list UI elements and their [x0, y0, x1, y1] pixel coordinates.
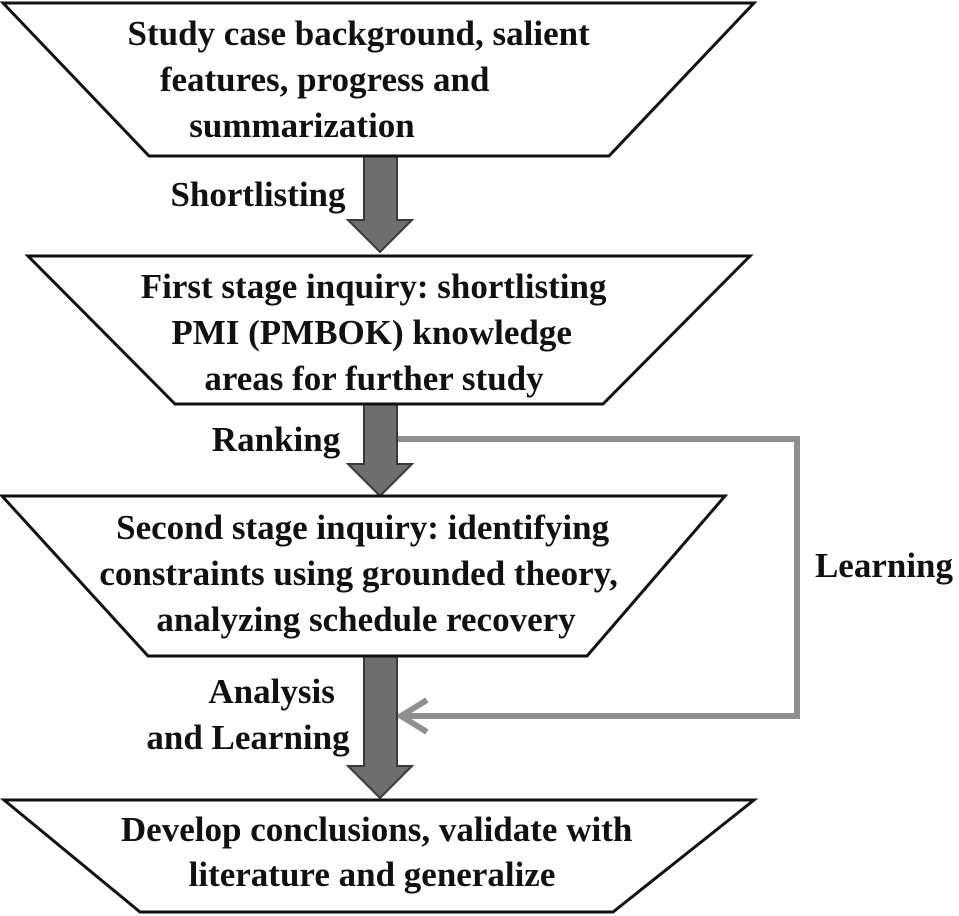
- feedback-loop: Learning: [395, 436, 954, 735]
- arrow-label-analysis-learning: Analysis and Learning: [146, 672, 350, 757]
- stage-box-first-inquiry: First stage inquiry: shortlisting PMI (P…: [24, 254, 754, 406]
- feedback-arrowhead-icon: [395, 697, 429, 735]
- trapezoid-shape: [0, 798, 759, 914]
- down-arrow-icon: [345, 655, 415, 800]
- trapezoid-shape: [0, 1, 758, 158]
- arrow-label-shortlisting: Shortlisting: [170, 175, 346, 214]
- trapezoid-shape: [24, 254, 754, 406]
- arrow-ranking: Ranking: [212, 403, 415, 498]
- stage-text: Develop conclusions, validate with liter…: [121, 810, 641, 894]
- arrow-shortlisting: Shortlisting: [170, 155, 415, 254]
- arrow-analysis-learning: Analysis and Learning: [146, 655, 415, 800]
- stage-text: First stage inquiry: shortlisting PMI (P…: [141, 267, 615, 398]
- stage-text: Second stage inquiry: identifying constr…: [99, 508, 626, 639]
- feedback-line: [397, 436, 800, 719]
- trapezoid-shape: [0, 494, 729, 658]
- feedback-label: Learning: [815, 546, 954, 585]
- down-arrow-icon: [345, 403, 415, 498]
- stage-text: Study case background, salient features,…: [128, 14, 599, 145]
- arrow-label-ranking: Ranking: [212, 420, 341, 459]
- down-arrow-icon: [345, 155, 415, 254]
- stage-box-background: Study case background, salient features,…: [0, 1, 758, 158]
- stage-box-second-inquiry: Second stage inquiry: identifying constr…: [0, 494, 729, 658]
- stage-box-conclusions: Develop conclusions, validate with liter…: [0, 798, 759, 914]
